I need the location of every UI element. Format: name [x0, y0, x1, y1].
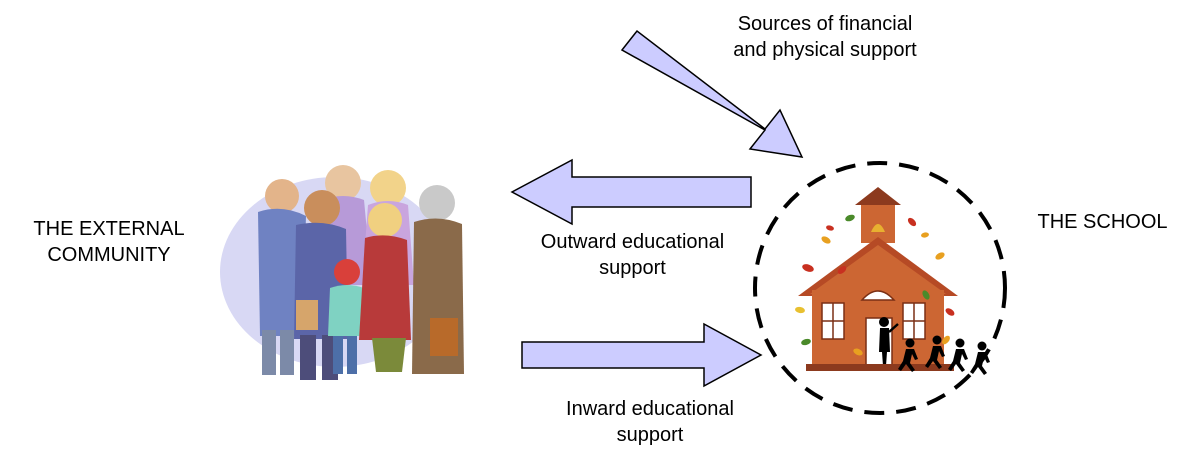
- group-of-people-icon: [220, 165, 464, 380]
- sources-label-line1: Sources of financial: [737, 13, 913, 35]
- external-label-line2: COMMUNITY: [47, 244, 171, 266]
- outward-label-line2: support: [599, 257, 666, 279]
- school-boundary-circle: [753, 161, 1007, 415]
- external-community-label: THE EXTERNAL COMMUNITY: [4, 216, 214, 268]
- school-label-text: THE SCHOOL: [1037, 211, 1168, 233]
- autumn-leaves: [795, 214, 955, 356]
- schoolhouse-icon: [795, 187, 990, 375]
- inward-label-line1: Inward educational: [566, 398, 734, 420]
- inward-label: Inward educational support: [520, 396, 780, 448]
- school-label: THE SCHOOL: [1010, 209, 1195, 235]
- outward-label: Outward educational support: [500, 229, 765, 281]
- sources-label-line2: and physical support: [733, 39, 917, 61]
- inward-label-line2: support: [616, 424, 684, 446]
- outward-label-line1: Outward educational: [540, 231, 725, 253]
- sources-label: Sources of financial and physical suppor…: [690, 11, 960, 63]
- outward-arrow: [510, 158, 752, 226]
- inward-arrow: [521, 322, 763, 388]
- sources-arrow: [620, 29, 804, 158]
- external-label-line1: THE EXTERNAL: [33, 218, 185, 240]
